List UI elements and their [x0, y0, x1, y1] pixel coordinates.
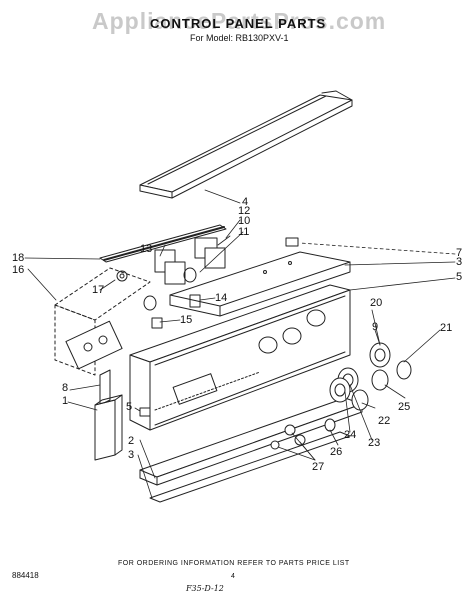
top-trim-bar — [139, 90, 353, 199]
timer-module — [54, 267, 151, 376]
callout-27: 27 — [312, 461, 325, 473]
handwritten-note: F35-D-12 — [186, 584, 224, 593]
ordering-note: FOR ORDERING INFORMATION REFER TO PARTS … — [118, 560, 350, 567]
rear-panel — [169, 251, 351, 317]
callout-10: 10 — [238, 215, 251, 227]
callout-4: 4 — [242, 196, 249, 208]
callout-15: 15 — [180, 314, 193, 326]
callout-11: 11 — [238, 226, 250, 238]
callout-2: 2 — [128, 435, 135, 447]
callout-17: 17 — [92, 284, 105, 296]
thin-strip — [99, 224, 227, 263]
callout-18: 18 — [12, 252, 25, 264]
callout-14: 14 — [215, 292, 228, 304]
main-control-panel — [129, 284, 351, 431]
callout-20: 20 — [370, 297, 383, 309]
leader-lines — [24, 189, 456, 499]
control-knobs — [329, 342, 412, 411]
part-code: 884418 — [12, 571, 39, 580]
watermark-text: AppliancePartsPros.com — [92, 8, 387, 34]
page-number: 4 — [231, 573, 235, 580]
callout-5-bottom: 5 — [126, 401, 133, 413]
fasteners — [270, 418, 336, 450]
callout-24: 24 — [344, 429, 357, 441]
callout-3-bottom: 3 — [128, 449, 135, 461]
callout-16: 16 — [12, 264, 25, 276]
model-line: For Model: RB130PXV-1 — [190, 33, 289, 43]
side-brackets — [94, 369, 151, 461]
callout-23: 23 — [368, 437, 381, 449]
callout-1: 1 — [62, 395, 69, 407]
callout-12: 12 — [238, 205, 251, 217]
callout-7: 7 — [456, 247, 463, 259]
callout-25: 25 — [398, 401, 411, 413]
callout-26: 26 — [330, 446, 343, 458]
callout-9: 9 — [372, 321, 379, 333]
callout-13: 13 — [140, 243, 153, 255]
callout-3: 3 — [456, 256, 463, 268]
callout-22: 22 — [378, 415, 391, 427]
lower-trim-bar — [139, 397, 363, 503]
callout-8: 8 — [62, 382, 69, 394]
page-title: CONTROL PANEL PARTS — [150, 16, 327, 31]
callout-21: 21 — [440, 322, 453, 334]
callout-5-top: 5 — [456, 271, 463, 283]
